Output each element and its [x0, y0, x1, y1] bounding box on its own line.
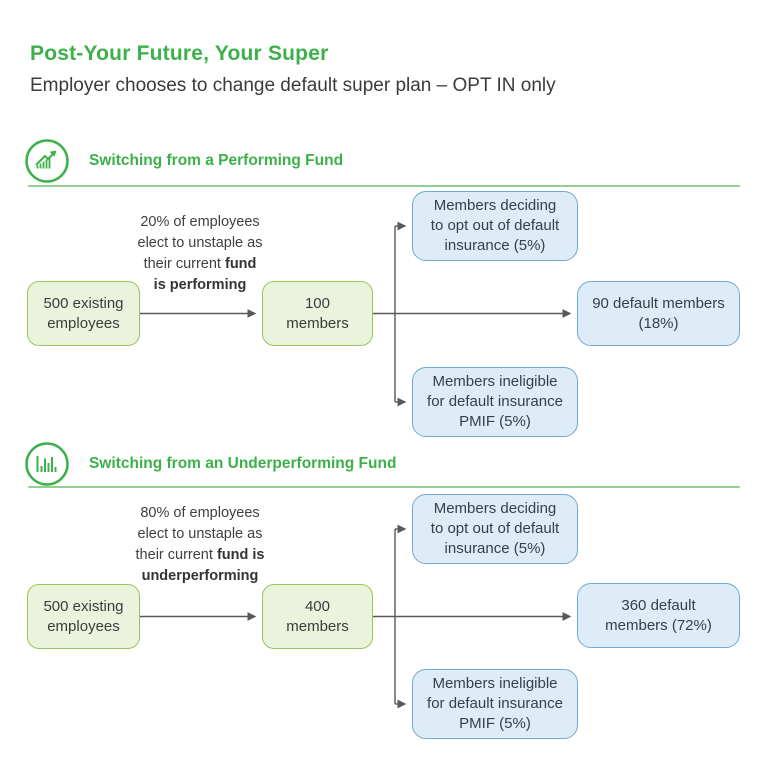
note-line: 80% of employees [140, 505, 260, 521]
note-line: is performing [153, 277, 247, 293]
note-line: their current fund is [135, 547, 265, 563]
ineligible-members-box: Members ineligible for default insurance… [412, 367, 578, 437]
box-text: 500 existing employees [43, 597, 124, 635]
s1-branch-spine [373, 226, 396, 402]
existing-employees-box: 500 existing employees [27, 281, 140, 346]
opt-out-members-box: Members deciding to opt out of default i… [412, 191, 578, 261]
box-text: Members deciding to opt out of default i… [430, 197, 560, 254]
box-text: 400 members [286, 597, 349, 635]
note-underperforming: 80% of employees elect to unstaple as th… [110, 503, 290, 587]
section-divider-performing [28, 185, 740, 187]
ineligible-members-box: Members ineligible for default insurance… [412, 669, 578, 739]
section-divider-underperforming [28, 486, 740, 488]
note-line: underperforming [141, 568, 259, 584]
unstapled-members-box: 400 members [262, 584, 373, 649]
opt-out-members-box: Members deciding to opt out of default i… [412, 494, 578, 564]
default-members-box: 90 default members (18%) [577, 281, 740, 346]
section-title-performing: Switching from a Performing Fund [89, 152, 344, 169]
note-line: their current fund [143, 256, 257, 272]
section-title-underperforming: Switching from an Underperforming Fund [89, 455, 397, 472]
box-text: Members ineligible for default insurance… [427, 675, 563, 732]
unstapled-members-box: 100 members [262, 281, 373, 346]
bar-chart-icon [24, 441, 70, 487]
note-line: elect to unstaple as [137, 526, 263, 542]
box-text: 500 existing employees [43, 294, 124, 332]
growth-chart-icon [24, 138, 70, 184]
page-subtitle: Employer chooses to change default super… [30, 75, 556, 96]
note-performing: 20% of employees elect to unstaple as th… [110, 212, 290, 296]
s2-branch-spine [373, 529, 396, 704]
box-text: Members deciding to opt out of default i… [430, 500, 560, 557]
section-header-performing: Switching from a Performing Fund [24, 138, 343, 184]
box-text: Members ineligible for default insurance… [427, 373, 563, 430]
box-text: 90 default members (18%) [592, 294, 725, 332]
note-line: elect to unstaple as [137, 235, 263, 251]
note-line: 20% of employees [140, 214, 260, 230]
box-text: 360 default members (72%) [605, 596, 712, 634]
existing-employees-box: 500 existing employees [27, 584, 140, 649]
default-members-box: 360 default members (72%) [577, 583, 740, 648]
box-text: 100 members [286, 294, 349, 332]
page-title: Post-Your Future, Your Super [30, 42, 329, 65]
section-header-underperforming: Switching from an Underperforming Fund [24, 441, 396, 487]
